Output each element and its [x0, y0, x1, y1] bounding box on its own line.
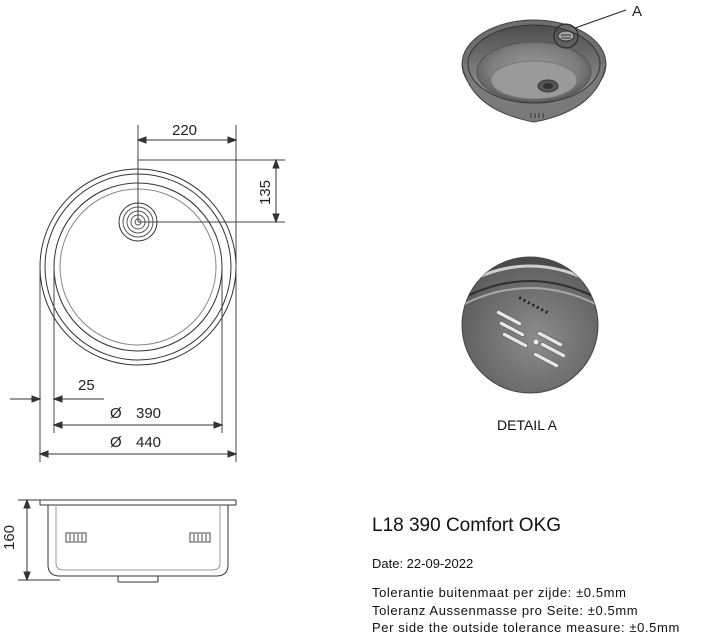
detail-a-caption: DETAIL A [497, 417, 557, 433]
overflow-slot-right-icon [189, 532, 211, 543]
side-view [39, 499, 237, 583]
dim-390: 390 [136, 405, 161, 422]
overflow-slot-left-icon [65, 532, 87, 543]
dim-160: 160 [1, 525, 18, 550]
overflow-grille-icon [496, 310, 566, 368]
callout-a-label: A [632, 3, 642, 20]
product-date: Date: 22-09-2022 [372, 556, 474, 571]
reginox-logo-icon [518, 296, 549, 314]
tolerance-de: Toleranz Aussenmasse pro Seite: ±0.5mm [372, 603, 639, 618]
tolerance-nl: Tolerantie buitenmaat per zijde: ±0.5mm [372, 585, 627, 600]
detail-a-magnified [461, 256, 599, 394]
dim-25: 25 [78, 377, 95, 394]
product-title: L18 390 Comfort OKG [372, 515, 562, 536]
detail-a-text: DETAIL A [497, 417, 557, 433]
diameter-symbol-390: Ø [110, 405, 122, 422]
top-view [39, 125, 285, 462]
diameter-symbol-440: Ø [110, 434, 122, 451]
overflow-3d-icon [557, 30, 575, 42]
dim-440: 440 [136, 434, 161, 451]
dim-220: 220 [172, 122, 197, 139]
dim-135: 135 [257, 180, 274, 205]
dimension-lines [10, 136, 280, 582]
sink-3d-render [461, 9, 627, 123]
tolerance-en: Per side the outside tolerance measure: … [372, 620, 680, 635]
drain-3d-icon [537, 79, 559, 93]
